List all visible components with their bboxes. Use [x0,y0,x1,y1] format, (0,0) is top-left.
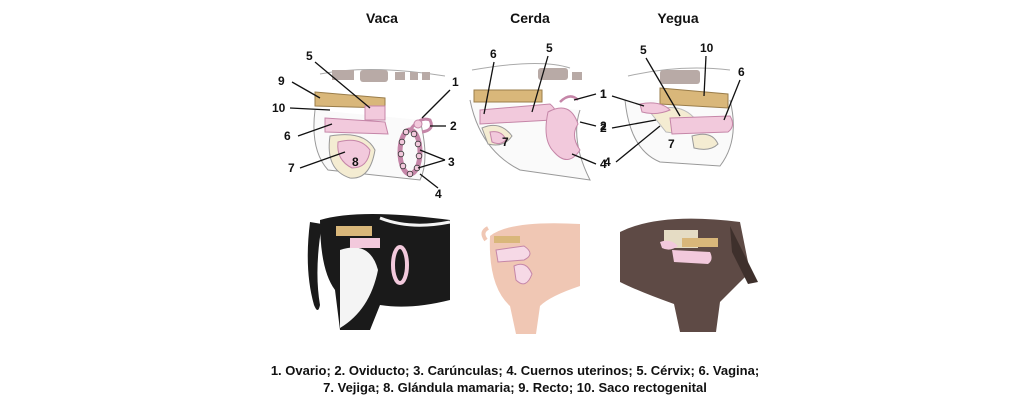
cow-illustration [300,210,460,330]
label-cerda-4: 4 [600,157,607,171]
diagram-vaca: 9 5 10 6 7 8 1 2 3 4 [272,49,459,201]
label-vaca-1: 1 [452,75,459,89]
label-yegua-5: 5 [640,43,647,57]
label-yegua-7: 7 [668,137,675,151]
label-yegua-10: 10 [700,41,714,55]
label-cerda-5: 5 [546,41,553,55]
legend: 1. Ovario; 2. Oviducto; 3. Carúnculas; 4… [0,362,1030,396]
label-vaca-3: 3 [448,155,455,169]
label-vaca-7: 7 [288,161,295,175]
title-cerda: Cerda [510,10,550,26]
title-yegua: Yegua [657,10,699,26]
diagram-cerda: 6 5 7 1 2 4 [469,41,607,181]
label-vaca-8: 8 [352,155,359,169]
label-cerda-6: 6 [490,47,497,61]
label-yegua-2: 2 [600,121,607,135]
horse-illustration [620,218,758,332]
label-yegua-1: 1 [600,87,607,101]
label-vaca-5: 5 [306,49,313,63]
label-cerda-1: 1 [600,87,607,101]
diagram-yegua: 5 10 6 1 2 7 4 [600,41,745,169]
legend-line-1: 1. Ovario; 2. Oviducto; 3. Carúnculas; 4… [270,363,760,378]
label-vaca-9: 9 [278,74,285,88]
label-cerda-7: 7 [502,135,509,149]
label-vaca-2: 2 [450,119,457,133]
label-vaca-10: 10 [272,101,286,115]
legend-line-2: 7. Vejiga; 8. Glándula mamaria; 9. Recto… [323,380,707,395]
label-vaca-6: 6 [284,129,291,143]
label-vaca-4: 4 [435,187,442,201]
label-yegua-6: 6 [738,65,745,79]
label-cerda-2: 2 [600,119,607,133]
pig-illustration [481,223,580,334]
title-vaca: Vaca [366,10,398,26]
label-yegua-4: 4 [604,155,611,169]
